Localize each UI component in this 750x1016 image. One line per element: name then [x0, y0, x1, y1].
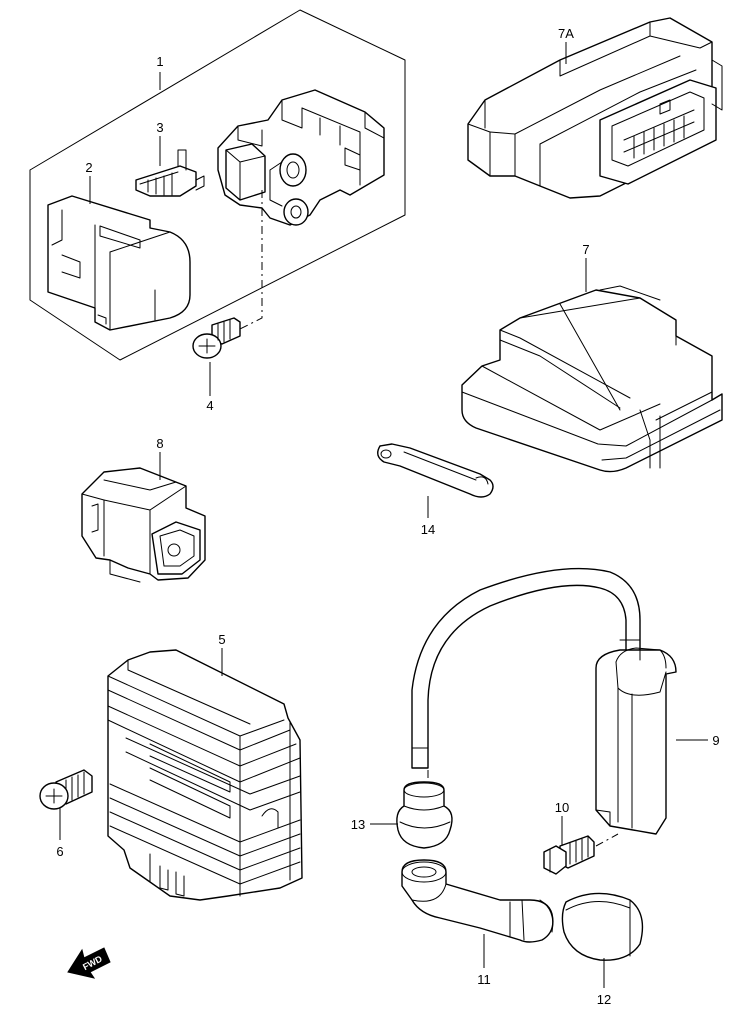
part-9-ignition-coil — [411, 567, 677, 835]
starter-relay — [217, 89, 385, 226]
callout-4: 4 — [206, 398, 213, 413]
part-7a-ecm — [467, 17, 723, 199]
callout-3: 3 — [156, 120, 163, 135]
assembly-alignment-line — [237, 190, 263, 331]
part-6-bolt — [39, 769, 93, 810]
assembly-1-frame — [29, 9, 406, 361]
fwd-arrow-icon: FWD — [67, 947, 111, 979]
part-14-clamp — [377, 443, 494, 498]
callout-13: 13 — [351, 817, 365, 832]
part-3-fuse — [135, 149, 205, 197]
leader-lines — [59, 42, 708, 988]
part-10-alignment-line — [595, 833, 619, 847]
part-2-relay-cover — [47, 195, 191, 331]
callout-7a: 7A — [558, 26, 574, 41]
callout-14: 14 — [421, 522, 435, 537]
part-10-bolt — [543, 835, 595, 875]
callout-5: 5 — [218, 632, 225, 647]
part-8-connector — [81, 467, 206, 583]
callout-2: 2 — [85, 160, 92, 175]
part-13-grommet — [396, 781, 453, 849]
callout-6: 6 — [56, 844, 63, 859]
callout-1: 1 — [156, 54, 163, 69]
part-12-cover — [561, 892, 644, 961]
callout-7: 7 — [582, 242, 589, 257]
part-7-cdi — [461, 285, 723, 473]
part-4-bolt — [192, 317, 241, 359]
callout-9: 9 — [712, 733, 719, 748]
part-5-regulator-rectifier — [107, 649, 303, 901]
callout-11: 11 — [477, 972, 491, 987]
callout-12: 12 — [597, 992, 611, 1007]
part-11-plug-cap — [401, 859, 554, 943]
callout-10: 10 — [555, 800, 569, 815]
callout-8: 8 — [156, 436, 163, 451]
